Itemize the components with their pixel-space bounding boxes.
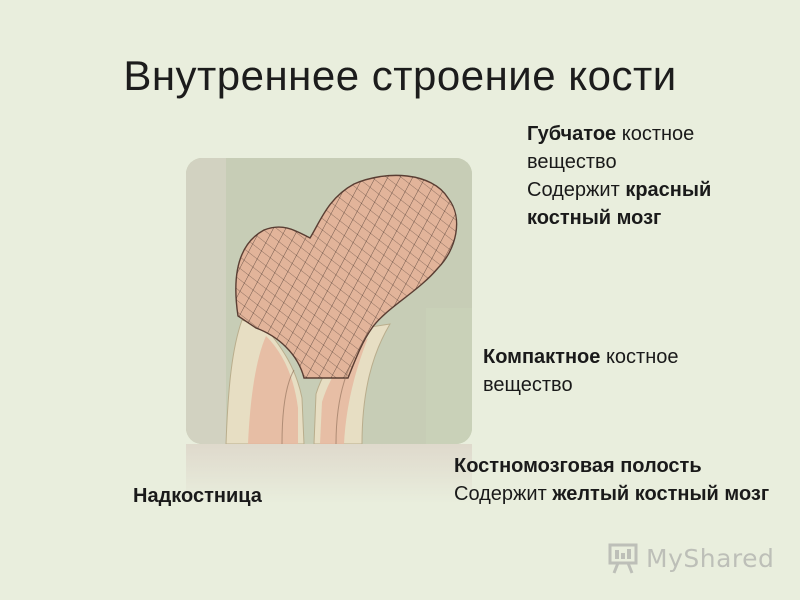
label-compact-bone: Компактное костное вещество bbox=[483, 343, 743, 399]
bone-illustration bbox=[186, 158, 472, 444]
compact-rest: костное вещество bbox=[483, 346, 679, 396]
cavity-term: Костномозговая полость bbox=[454, 455, 702, 477]
compact-term: Компактное bbox=[483, 346, 601, 368]
label-spongy-bone: Губчатое костное вещество Содержит красн… bbox=[527, 120, 777, 232]
femur-cross-section-drawing bbox=[186, 158, 472, 444]
watermark-logo: MyShared bbox=[606, 540, 774, 576]
label-medullary-cavity: Костномозговая полость Содержит желтый к… bbox=[454, 452, 774, 508]
spongy-term: Губчатое bbox=[527, 123, 617, 145]
watermark-text: MyShared bbox=[646, 543, 775, 573]
presentation-board-icon bbox=[608, 543, 638, 574]
illustration-reflection bbox=[186, 444, 472, 504]
spongy-marrow: красный костный мозг bbox=[527, 179, 712, 229]
cavity-contains: Содержит bbox=[454, 483, 553, 505]
slide-title: Внутреннее строение кости bbox=[123, 52, 677, 99]
spongy-rest: костное вещество bbox=[527, 123, 695, 173]
spongy-contains: Содержит bbox=[527, 179, 626, 201]
label-periosteum: Надкостница bbox=[133, 485, 262, 507]
cavity-marrow: желтый костный мозг bbox=[552, 483, 770, 505]
